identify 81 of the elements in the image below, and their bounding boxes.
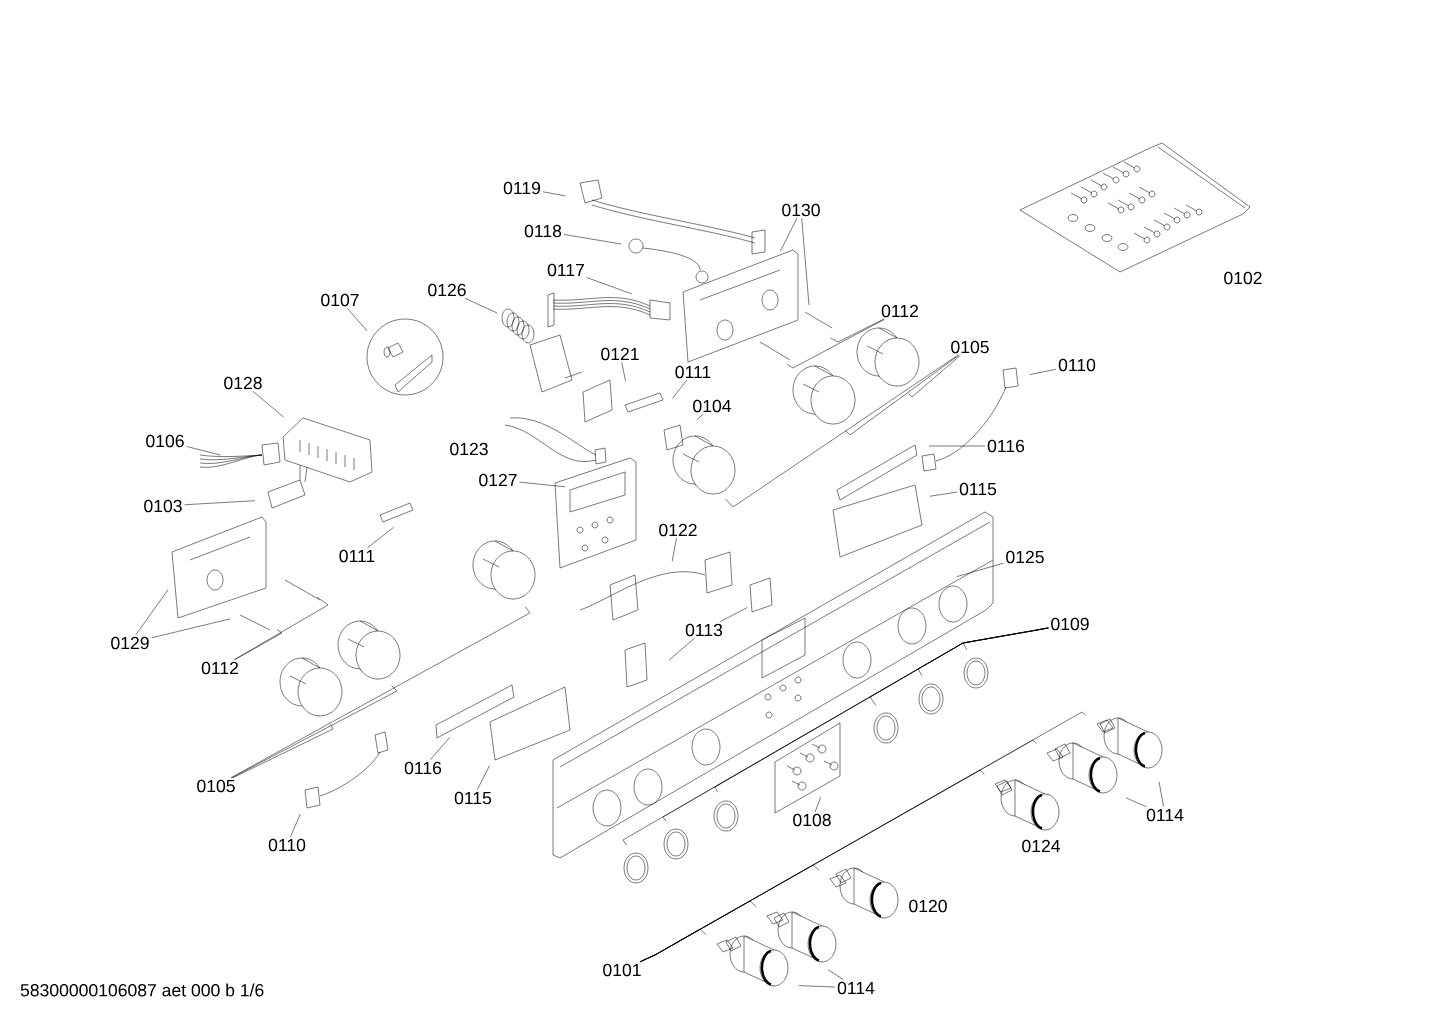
callout-number: 0119	[503, 181, 541, 195]
callout-number: 0125	[1006, 550, 1044, 564]
leader-line	[563, 234, 622, 245]
leader-line	[786, 318, 885, 369]
callout-number: 0130	[782, 203, 820, 217]
leader-line	[724, 354, 959, 508]
leader-line	[476, 765, 490, 791]
callout-number: 0112	[881, 304, 918, 318]
callout-number: 0129	[111, 636, 149, 650]
leader-line	[671, 537, 677, 562]
leader-line	[230, 606, 531, 778]
callout-number: 0110	[1058, 358, 1096, 372]
leader-line	[908, 354, 961, 398]
leader-line	[519, 481, 566, 488]
callout-number: 0107	[321, 293, 359, 307]
drawing-number: 58300000106087 aet 000 b 1/6	[20, 983, 264, 997]
callout-number: 0108	[793, 813, 831, 827]
leader-line	[780, 217, 798, 252]
callout-number: 0111	[339, 549, 375, 563]
callout-number: 0106	[146, 434, 184, 448]
leader-line	[429, 736, 451, 761]
callout-number: 0101	[603, 963, 641, 977]
callout-number: 0126	[428, 283, 466, 297]
callout-number: 0104	[693, 399, 732, 413]
leader-line	[639, 711, 1087, 963]
leader-line	[719, 607, 748, 623]
leader-line	[135, 589, 169, 636]
leader-line	[696, 413, 704, 421]
leader-line	[801, 217, 810, 306]
leader-line	[845, 354, 960, 436]
callout-number: 0111	[675, 365, 711, 379]
callout-number: 0105	[197, 779, 235, 793]
leader-line	[232, 724, 334, 778]
callout-number: 0112	[201, 661, 238, 675]
leader-line	[672, 379, 687, 399]
leader-line	[830, 318, 884, 343]
leader-line	[1158, 781, 1164, 808]
leader-line	[827, 969, 844, 981]
callout-number: 0115	[959, 482, 997, 496]
callout-number: 0124	[1022, 839, 1061, 853]
leader-line	[464, 297, 498, 314]
callout-number: 0121	[601, 347, 639, 361]
callout-number: 0122	[659, 523, 697, 537]
leader-line	[586, 277, 632, 295]
callout-number: 0110	[268, 838, 306, 852]
leader-line	[542, 191, 566, 197]
leader-line	[252, 390, 285, 418]
leader-line	[231, 685, 398, 778]
leader-line	[233, 596, 329, 660]
leader-line	[928, 445, 986, 447]
callout-number: 0114	[1146, 808, 1184, 822]
callout-number: 0118	[524, 224, 562, 238]
leader-line	[798, 985, 836, 988]
callout-number: 0113	[685, 623, 723, 637]
leader-line	[929, 491, 958, 497]
callout-number: 0115	[454, 791, 492, 805]
leader-line	[346, 307, 368, 332]
leader-line	[1125, 797, 1147, 808]
callout-number: 0109	[1051, 617, 1089, 631]
leader-line	[367, 527, 394, 549]
callout-number: 0116	[404, 761, 442, 775]
leader-line	[1029, 369, 1057, 375]
callout-number: 0120	[909, 899, 947, 913]
leader-line	[956, 562, 1004, 577]
callout-number: 0102	[1224, 271, 1262, 285]
leader-line	[814, 796, 821, 812]
callout-number: 0128	[224, 376, 262, 390]
leader-line	[184, 500, 256, 505]
callout-number: 0117	[547, 263, 584, 277]
leader-line	[621, 361, 626, 382]
callout-number: 0116	[987, 439, 1025, 453]
callout-number: 0103	[144, 499, 182, 513]
leader-line	[290, 813, 301, 838]
leader-line	[151, 618, 231, 639]
callout-number: 0123	[450, 442, 488, 456]
callout-number: 0114	[837, 981, 875, 995]
leader-line	[668, 637, 695, 661]
callout-number: 0127	[479, 473, 517, 487]
callout-number: 0105	[951, 340, 989, 354]
leader-line	[622, 627, 1049, 846]
leader-line	[186, 446, 221, 456]
